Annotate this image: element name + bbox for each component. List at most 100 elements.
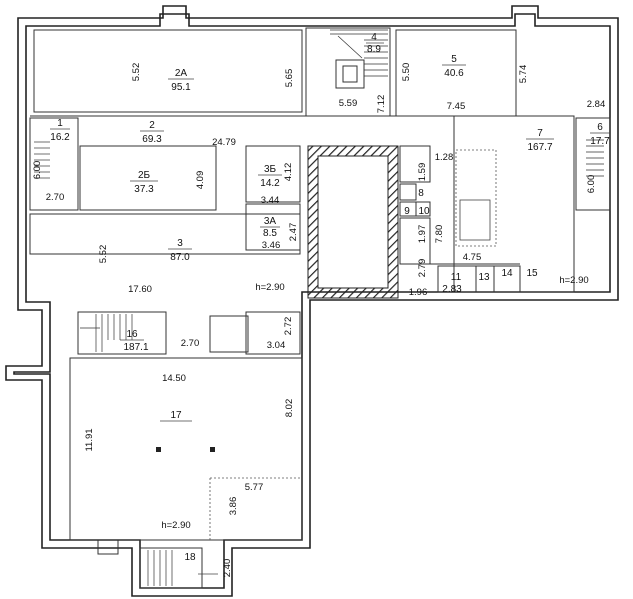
room-4-stairs <box>330 29 388 77</box>
outer-wall-inner-line <box>13 13 611 589</box>
room-area-4: 8.9 <box>367 44 381 55</box>
room-id-7: 7 <box>537 128 543 139</box>
corridor-small-outline <box>399 145 431 183</box>
room-10-outline <box>415 201 431 217</box>
room-area-6: 17.7 <box>590 136 610 147</box>
dim-7-45: 7.45 <box>447 101 466 112</box>
dim-3-86: 3.86 <box>228 497 239 516</box>
dim-2-84: 2.84 <box>587 99 606 110</box>
dim-2-70-a: 2.70 <box>46 192 65 203</box>
room-id-1: 1 <box>57 118 63 129</box>
room-area-3b: 14.2 <box>260 178 280 189</box>
dim-5-77: 5.77 <box>245 482 264 493</box>
dim-1-28: 1.28 <box>435 152 454 163</box>
room-3-upper-wall <box>29 213 301 255</box>
room-area-2: 69.3 <box>142 134 162 145</box>
room-id-16: 17 <box>170 410 182 421</box>
room-4-outline <box>305 27 391 117</box>
room-id-8: 8 <box>418 188 424 199</box>
dim-2-70-b: 2.70 <box>181 338 200 349</box>
dim-4-09: 4.09 <box>195 171 206 190</box>
room-area-1: 16.2 <box>50 132 70 143</box>
dim-5-65: 5.65 <box>284 69 295 88</box>
ceiling-height-lower: h=2.90 <box>161 520 190 531</box>
room-id-5: 5 <box>451 54 457 65</box>
room-7-dashed-zone <box>455 149 497 247</box>
room-13-outline <box>493 265 521 293</box>
room-16-dashed-zone <box>209 477 300 540</box>
room-id-3b: 3Б <box>264 164 277 175</box>
dim-2-79: 2.79 <box>417 259 428 278</box>
room-area-3: 87.0 <box>170 252 190 263</box>
dim-2-72: 2.72 <box>283 317 294 336</box>
room-id-4: 4 <box>371 32 377 43</box>
room-id-13: 14 <box>501 268 513 279</box>
room-id-12: 13 <box>478 272 490 283</box>
room-6-outline <box>575 117 611 211</box>
column-marker <box>156 447 161 452</box>
room-area-15: 187.1 <box>123 342 148 353</box>
dim-3-46: 3.46 <box>262 240 281 251</box>
room-2b-outline <box>79 145 217 211</box>
dim-8-02: 8.02 <box>284 399 295 418</box>
room-id-15: 16 <box>126 329 138 340</box>
room-18-outline <box>139 547 203 589</box>
room-area-11: 2.83 <box>442 284 462 295</box>
room-18-stairs <box>147 550 173 586</box>
room-8-outline <box>399 183 417 201</box>
room-id-17: 18 <box>184 552 196 563</box>
room-area-7: 167.7 <box>527 142 552 153</box>
room-id-2b: 2Б <box>138 170 151 181</box>
room-4-stairwell <box>335 59 365 89</box>
dim-4-12: 4.12 <box>283 163 294 182</box>
room-area-2b: 37.3 <box>134 184 154 195</box>
room-1-outline <box>29 117 79 211</box>
room-1-stairs <box>34 141 50 179</box>
room-id-11: 11 <box>451 272 462 283</box>
room-18-niche <box>97 539 119 555</box>
room-id-9: 9 <box>404 206 410 217</box>
room-id-6: 6 <box>597 122 603 133</box>
dim-11-91: 11.91 <box>84 428 95 451</box>
dim-5-52-a: 5.52 <box>131 63 142 82</box>
room-id-2: 2 <box>149 120 155 131</box>
room-id-10: 10 <box>418 206 430 217</box>
dim-24-79: 24.79 <box>212 137 236 148</box>
room-2a-outline <box>33 29 303 113</box>
room-3b-outline <box>245 145 301 203</box>
ceiling-height-upper-right: h=2.90 <box>559 275 588 286</box>
room-16-outline <box>69 357 303 541</box>
dim-3-04: 3.04 <box>267 340 286 351</box>
room-id-3: 3 <box>177 238 183 249</box>
outer-wall-upper <box>5 5 619 597</box>
room-4-stairwell-inner <box>342 65 358 83</box>
column-marker <box>210 447 215 452</box>
room-15-right-box <box>245 311 301 355</box>
dim-1-96: 1.96 <box>409 287 428 298</box>
dim-1-97: 1.97 <box>417 225 428 244</box>
dim-14-50: 14.50 <box>162 373 186 384</box>
dim-5-59: 5.59 <box>339 98 358 109</box>
dim-17-60: 17.60 <box>128 284 152 295</box>
room-15-outline <box>77 311 167 355</box>
central-shaft-void <box>317 155 389 289</box>
room-id-2a: 2А <box>175 68 188 79</box>
room-7-inner-box <box>459 199 491 241</box>
dim-5-52-b: 5.52 <box>98 245 109 264</box>
dim-3-44: 3.44 <box>261 195 280 206</box>
room-labels: 2А 95.1 2 69.3 4 8.9 5 40.6 1 16.2 2Б 37… <box>50 32 610 575</box>
room-6-stairs <box>586 139 604 177</box>
dim-5-74: 5.74 <box>518 65 529 84</box>
room-15-side-box <box>209 315 249 353</box>
dimension-labels: 5.52 5.65 24.79 6.00 2.70 4.09 5.52 17.6… <box>32 63 605 578</box>
dim-7-12: 7.12 <box>376 95 387 114</box>
room-id-3a: 3А <box>264 216 277 227</box>
dim-2-40: 2.40 <box>222 559 233 578</box>
dim-7-80: 7.80 <box>434 225 445 244</box>
room-area-5: 40.6 <box>444 68 464 79</box>
room-15-stairs <box>80 314 133 352</box>
dim-4-75: 4.75 <box>463 252 482 263</box>
room-area-3a: 8.5 <box>263 228 277 239</box>
dim-6-00-a: 6.00 <box>32 161 43 180</box>
